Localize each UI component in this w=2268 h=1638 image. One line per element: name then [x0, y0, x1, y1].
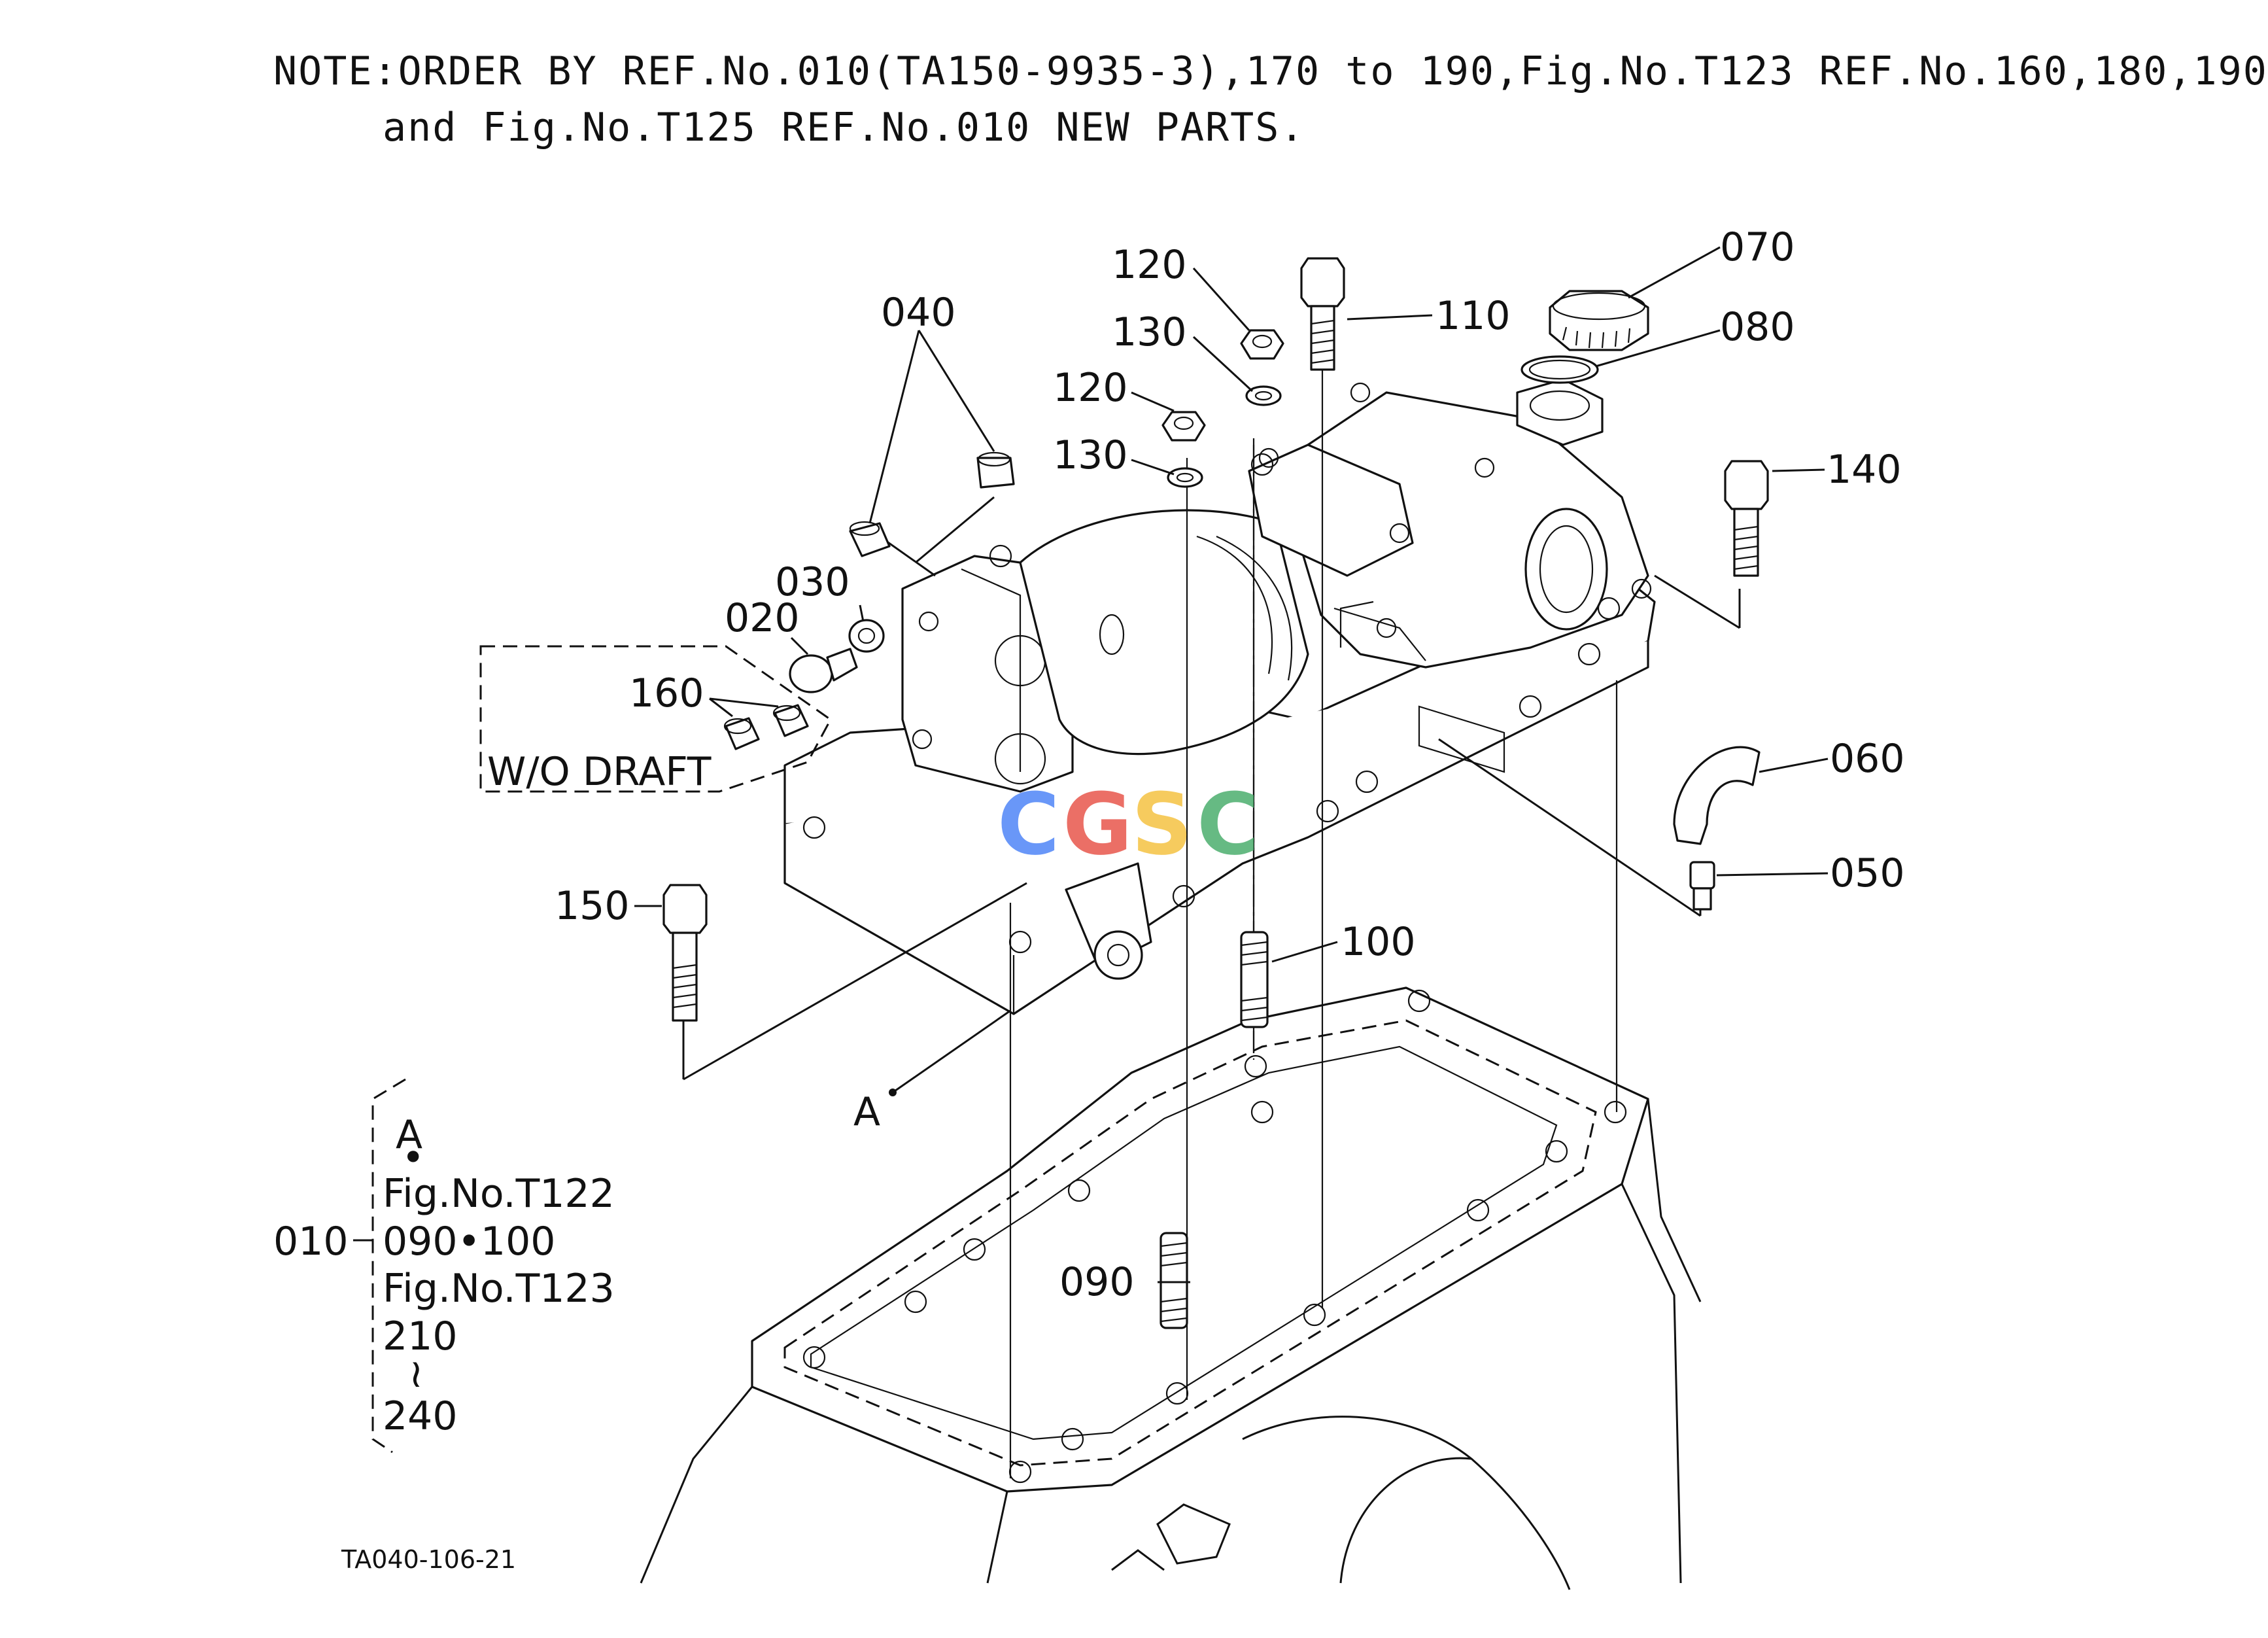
- callout-100: 100: [1341, 919, 1416, 965]
- callout-labels: 040 030 020 160 120 130 120 130 110 070 …: [273, 224, 1905, 1305]
- order-note-line-1: NOTE:ORDER BY REF.No.010(TA150-9935-3),1…: [273, 48, 2268, 94]
- point-a-label: A: [853, 1089, 880, 1135]
- washer-130-lower: [1167, 467, 1203, 488]
- callout-090: 090: [1059, 1259, 1135, 1305]
- wo-draft-label: W/O DRAFT: [487, 749, 712, 795]
- bolt-140: [1724, 460, 1769, 577]
- callout-070: 070: [1720, 224, 1795, 270]
- elbow-060: [1673, 746, 1761, 845]
- bracket-210: 210: [383, 1314, 458, 1359]
- callout-080: 080: [1720, 304, 1795, 350]
- bolt-150: [662, 884, 708, 1022]
- callout-120-lower: 120: [1053, 365, 1128, 411]
- stud-100: [1240, 931, 1269, 1028]
- bracket-dot: •: [402, 1135, 424, 1181]
- nut-120-lower: [1161, 411, 1206, 442]
- lift-cylinder-housing: [783, 378, 1656, 1015]
- callout-060: 060: [1830, 736, 1905, 782]
- bracket-ref-a: A: [396, 1112, 422, 1158]
- figure-code: TA040-106-21: [341, 1545, 516, 1574]
- callout-120-upper: 120: [1112, 242, 1187, 288]
- o-ring-080: [1521, 355, 1599, 384]
- callout-140: 140: [1827, 447, 1902, 493]
- callout-130-upper: 130: [1112, 309, 1187, 355]
- wo-draft-box: [479, 645, 832, 793]
- callout-020: 020: [725, 595, 800, 641]
- callout-160: 160: [629, 671, 704, 716]
- plug-040-right: [976, 451, 1015, 489]
- washer-030: [848, 619, 885, 653]
- watermark-letter-s: S: [1131, 775, 1193, 874]
- bracket-090-100: 090•100: [383, 1219, 555, 1264]
- bolt-110: [1300, 257, 1345, 371]
- filler-cap-070: [1549, 290, 1649, 351]
- watermark-letter-c2: C: [1197, 775, 1259, 874]
- bracket-reference-text: A • Fig.No.T122 090•100 Fig.No.T123 210 …: [383, 1112, 615, 1439]
- transmission-case: [640, 986, 1702, 1590]
- stud-090: [1160, 1232, 1188, 1329]
- plug-040-left: [849, 521, 891, 557]
- order-note-line-2: and Fig.No.T125 REF.No.010 NEW PARTS.: [383, 105, 1305, 150]
- cgsc-watermark: C G S C: [997, 775, 1259, 874]
- callout-040: 040: [881, 290, 956, 336]
- callout-010: 010: [273, 1219, 349, 1264]
- washer-130-upper: [1245, 385, 1282, 406]
- leader-lines: [634, 246, 1829, 1283]
- fitting-050: [1689, 861, 1715, 911]
- callout-050: 050: [1830, 850, 1905, 896]
- watermark-letter-g: G: [1063, 775, 1133, 874]
- bracket-fig-t123: Fig.No.T123: [383, 1266, 615, 1312]
- nut-120-upper: [1240, 329, 1284, 360]
- bracket-fig-t122: Fig.No.T122: [383, 1171, 615, 1217]
- callout-130-lower: 130: [1053, 432, 1128, 478]
- watermark-letter-c1: C: [997, 775, 1059, 874]
- callout-030: 030: [775, 559, 850, 605]
- reference-bracket: [353, 1078, 406, 1454]
- bracket-range-tilde: ≀: [409, 1351, 424, 1397]
- bracket-240: 240: [383, 1393, 458, 1439]
- callout-150: 150: [555, 883, 630, 929]
- callout-110: 110: [1435, 293, 1511, 339]
- plugs-160: [723, 704, 809, 750]
- plug-020: [789, 648, 858, 693]
